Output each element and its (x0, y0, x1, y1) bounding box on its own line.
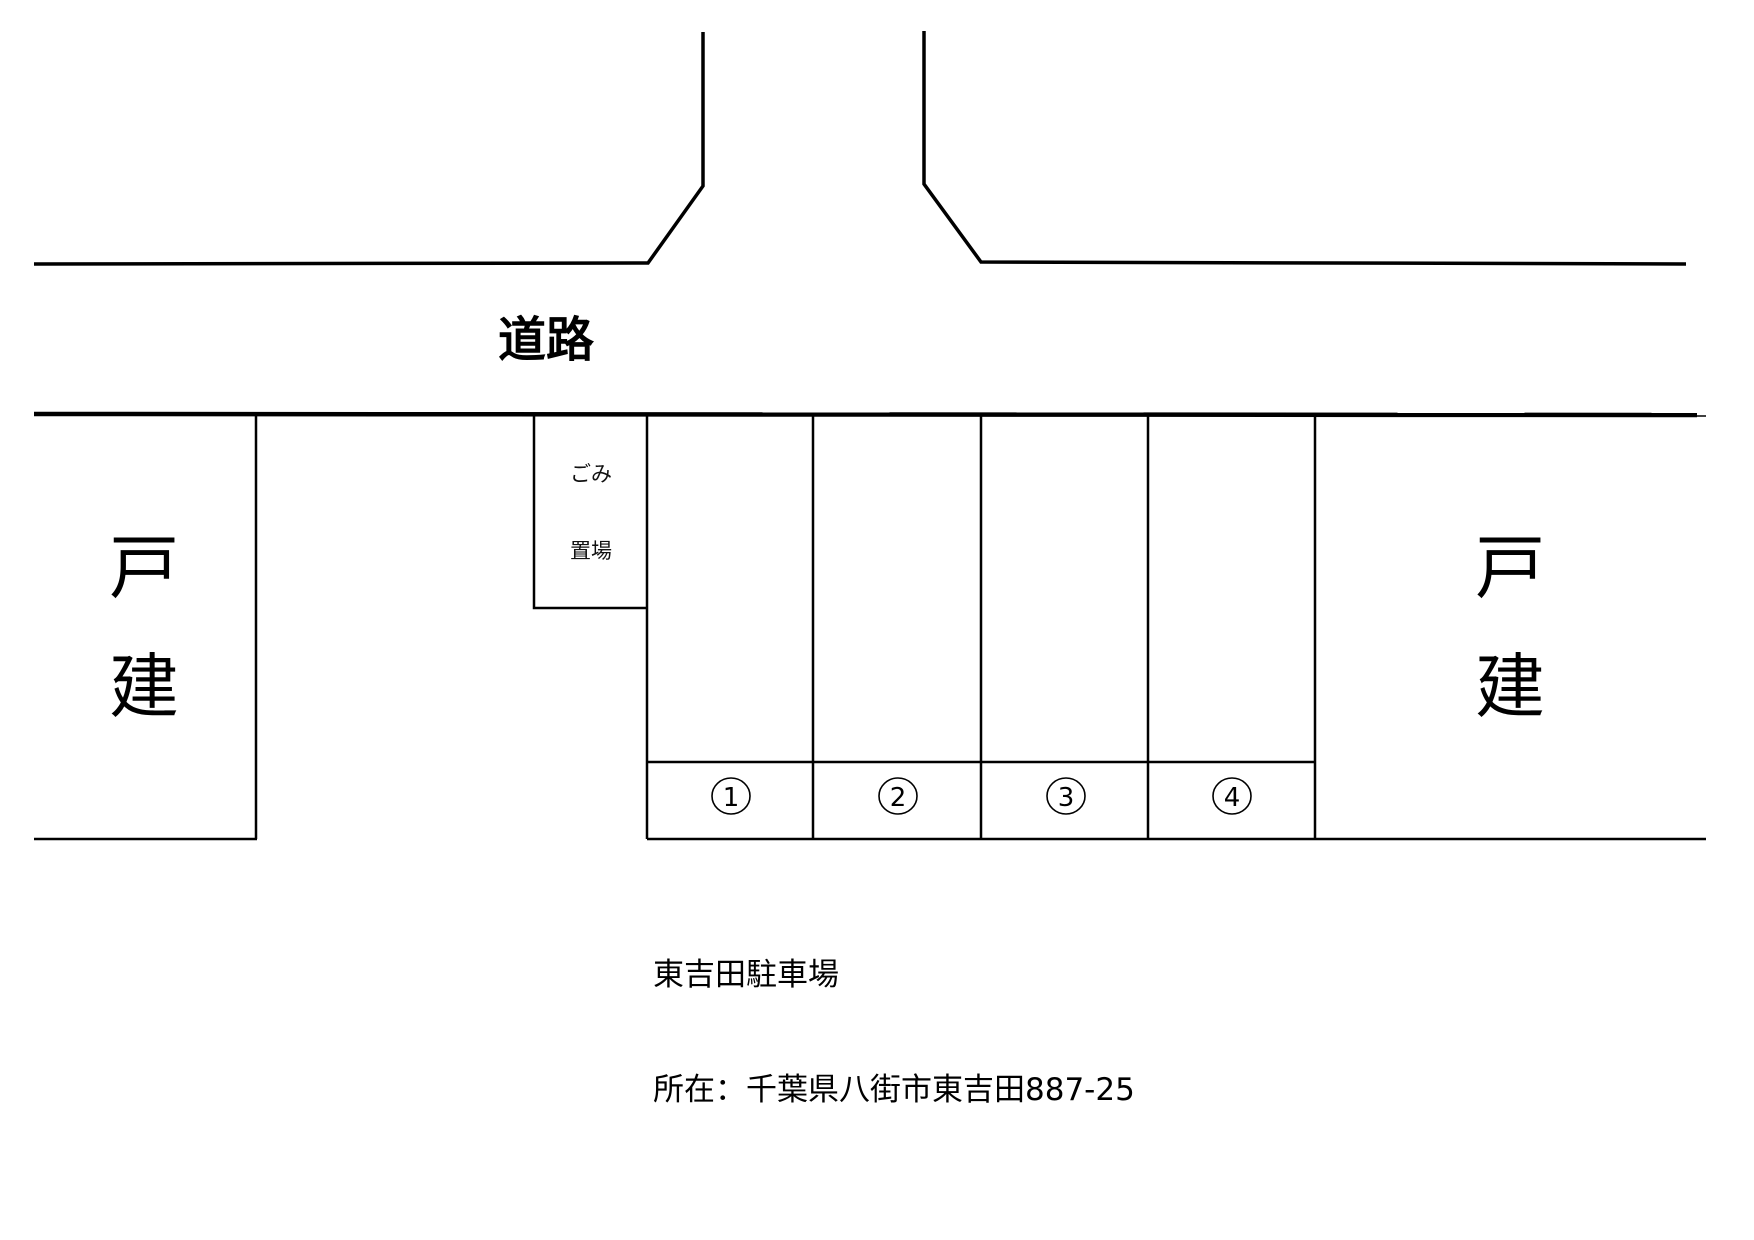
parking-space-number: 4 (1224, 783, 1241, 813)
road-outline (33, 31, 1706, 418)
left-house-label-1: 戸 (109, 527, 179, 609)
road-edge-right (922, 31, 1687, 266)
number-circle-icon (1212, 777, 1252, 815)
parking-space-1[interactable]: 1 (711, 777, 751, 815)
parking-space-number: 2 (890, 783, 907, 813)
parking-space-3[interactable]: 3 (1046, 777, 1086, 815)
right-house-lot: 戸 建 (1475, 527, 1545, 728)
garbage-label-2: 置場 (570, 539, 612, 563)
left-house-label-2: 建 (109, 646, 179, 728)
parking-space-number: 1 (723, 783, 740, 813)
garbage-label-1: ごみ (570, 462, 612, 486)
left-house-lot: 戸 建 (34, 415, 258, 841)
road-label: 道路 (498, 312, 595, 368)
number-circle-icon (1046, 777, 1086, 815)
parking-lot-name: 東吉田駐車場 (653, 957, 839, 993)
road-edge-left (33, 32, 705, 266)
parking-space-number: 3 (1058, 783, 1075, 813)
parking-spaces: 1 2 3 4 (645, 415, 1706, 841)
garbage-area-box (532, 415, 647, 610)
road-edge-bottom (33, 411, 1698, 418)
right-house-label-2: 建 (1475, 646, 1545, 728)
parking-lot-address: 所在：千葉県八街市東吉田887-25 (653, 1072, 1135, 1108)
parking-space-2[interactable]: 2 (878, 777, 918, 815)
right-house-label-1: 戸 (1475, 527, 1545, 609)
number-circle-icon (878, 777, 918, 815)
number-circle-icon (711, 777, 751, 815)
garbage-area: ごみ 置場 (532, 415, 647, 610)
parking-space-4[interactable]: 4 (1212, 777, 1252, 815)
